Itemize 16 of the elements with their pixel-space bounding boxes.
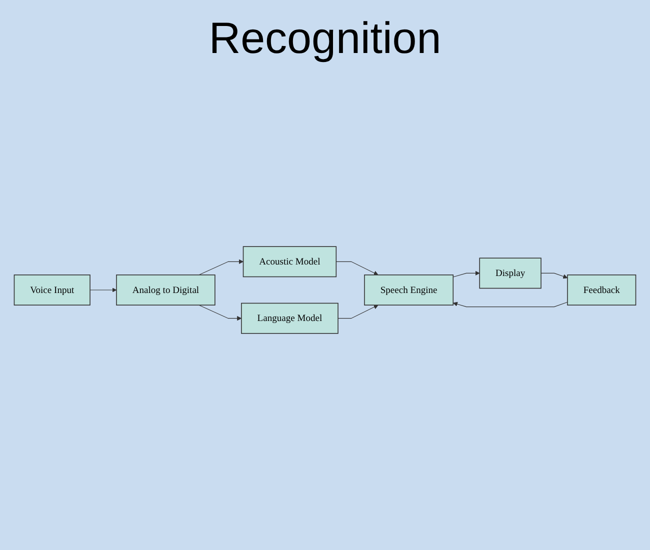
node-box: Language Model: [241, 302, 338, 334]
node-box: Voice Input: [14, 274, 90, 306]
node-box: Feedback: [567, 274, 636, 306]
arrow: [336, 261, 378, 276]
node-box: Acoustic Model: [242, 246, 337, 278]
arrow: [198, 304, 242, 321]
arrow: [198, 259, 244, 276]
node-box: Speech Engine: [364, 274, 454, 306]
node-box: Analog to Digital: [116, 274, 216, 306]
node-box: Display: [479, 258, 542, 289]
arrow: [452, 270, 480, 278]
diagram-title: Recognition: [208, 14, 442, 64]
arrow: [338, 304, 378, 319]
arrow: [90, 288, 117, 292]
arrow: [540, 272, 568, 279]
arrow: [452, 302, 568, 308]
